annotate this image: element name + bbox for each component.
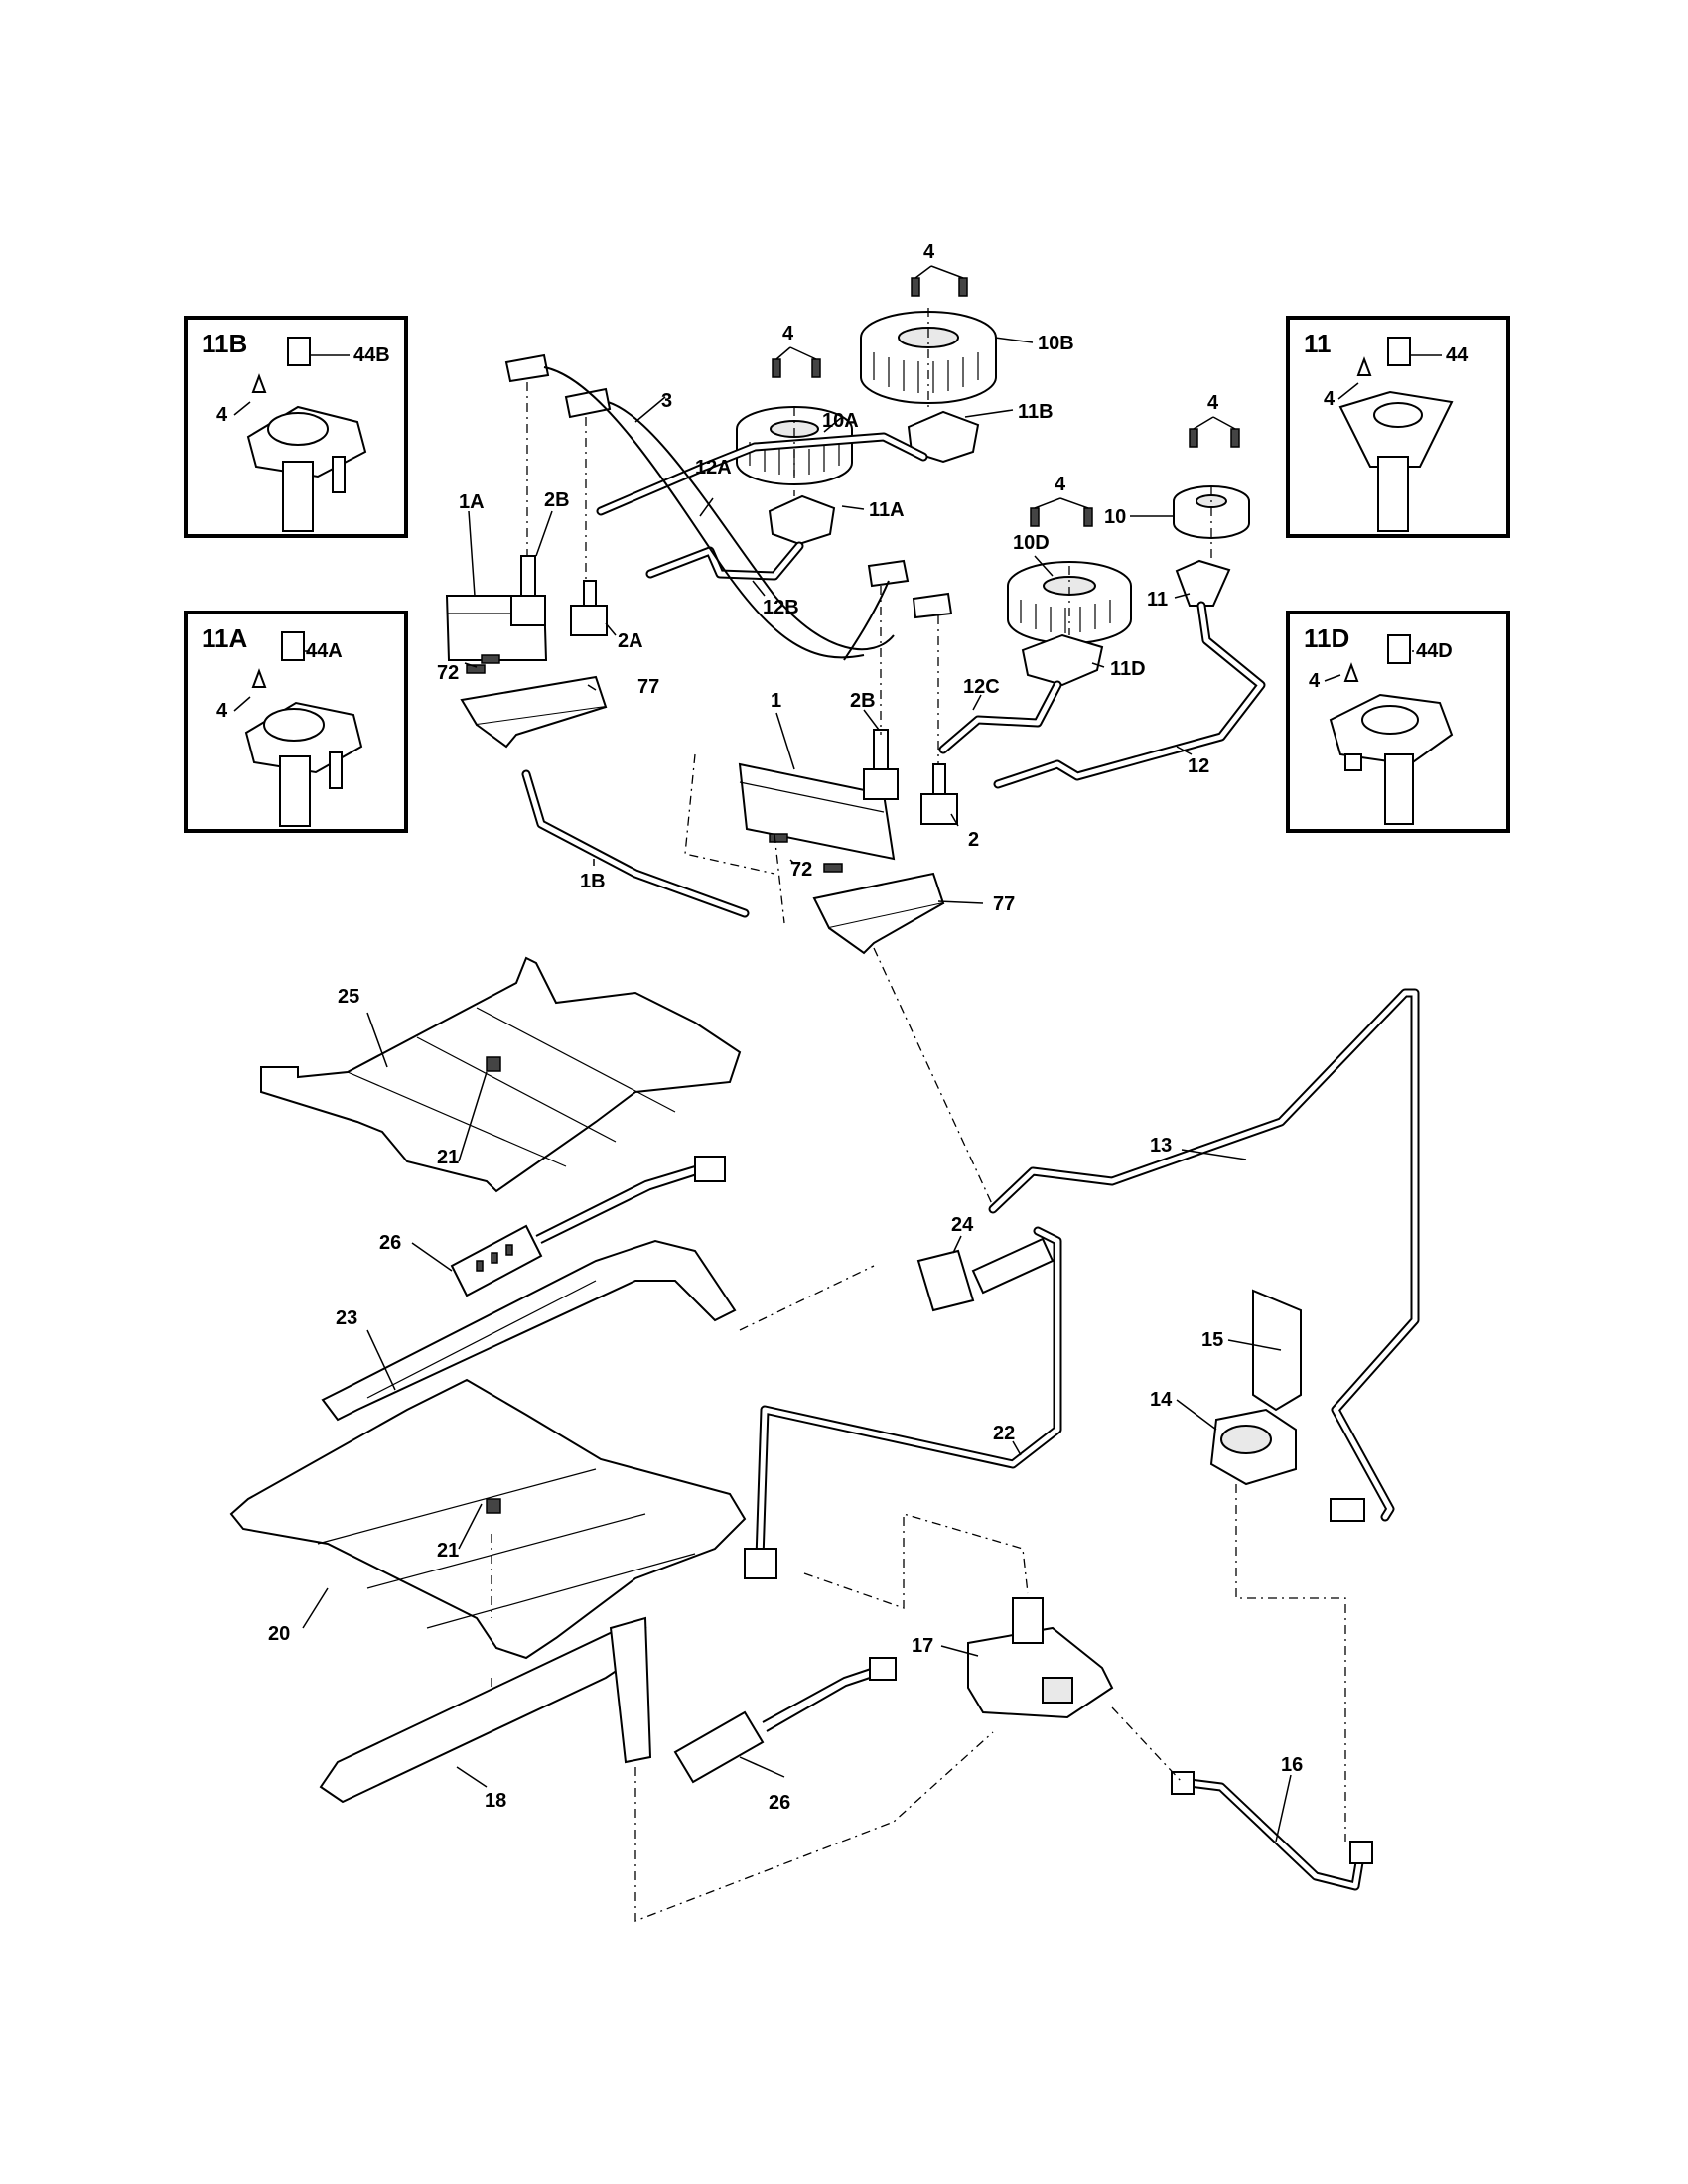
part-label-26: 26 [769,1792,790,1814]
part-label-24: 24 [951,1214,974,1236]
part-label-72: 72 [790,859,812,881]
part-label-17: 17 [912,1635,933,1657]
part-label-10: 10 [1104,506,1126,528]
gas-tube-13 [988,988,1420,1522]
regulator-14 [1209,1408,1297,1486]
inset-title: 11B [202,329,247,358]
inset-title: 11 [1304,329,1332,358]
part-label-12c: 12C [963,676,1000,698]
burner-shield-25 [260,956,742,1193]
nut-21-lower [486,1498,501,1514]
orifice-24 [916,1237,1055,1312]
part-label-26: 26 [379,1232,401,1254]
part-label-77: 77 [637,676,659,698]
bracket-77-left [460,675,608,749]
part-label-13: 13 [1150,1135,1172,1157]
part-label-22: 22 [993,1423,1015,1444]
part-label-11a: 11A [869,499,905,521]
bracket-77-right [812,872,945,955]
part-label-1b: 1B [580,871,606,892]
burner-cap-10 [1173,485,1250,539]
screws [772,277,1240,527]
part-label-3: 3 [661,390,672,412]
part-label-2a: 2A [618,630,643,652]
part-label-1: 1 [771,690,781,712]
part-label-25: 25 [338,986,359,1008]
valve-2b-right [863,729,899,800]
part-label-11b: 11B [1018,401,1054,423]
burner-base-11a [768,494,836,546]
part-label-10a: 10A [822,410,859,432]
part-label-15: 15 [1201,1329,1223,1351]
burner-tube-18 [319,1616,652,1804]
part-label: 44 [1446,344,1469,366]
burner-shield-20 [229,1378,747,1660]
part-label-72: 72 [437,662,459,684]
inset-11a: 11A 44A 4 [184,611,408,833]
gas-tube-22 [744,1226,1062,1579]
valve-2a [570,580,608,636]
part-label-2: 2 [968,829,979,851]
gas-tubes-upper [521,432,1266,918]
part-label: 44B [353,344,390,366]
valve-17 [967,1597,1114,1719]
part-label-12: 12 [1188,755,1209,777]
part-label: 4 [216,700,228,722]
part-label-10b: 10B [1038,333,1074,354]
part-label: 4 [1324,388,1336,410]
inset-11d: 11D 44D 4 [1286,611,1510,833]
part-label-18: 18 [485,1790,506,1812]
part-label: 44D [1416,640,1453,662]
igniter-26-upper [450,1156,726,1297]
igniter-26-lower [673,1657,897,1784]
part-label-23: 23 [336,1307,357,1329]
part-label-2b: 2B [544,489,570,511]
inset-11b: 11B 44B 4 [184,316,408,538]
part-label-4: 4 [923,241,935,263]
guide-lines-lower [491,1265,1346,1922]
inset-title: 11A [202,623,247,653]
part-label-4: 4 [1207,392,1219,414]
nut-21-upper [486,1056,501,1072]
part-label-20: 20 [268,1623,290,1645]
part-label-10d: 10D [1013,532,1050,554]
part-label-21: 21 [437,1540,459,1562]
gas-tube-16 [1171,1771,1373,1891]
part-label-16: 16 [1281,1754,1303,1776]
part-label: 4 [216,404,228,426]
screw-72-left [466,654,500,674]
burner-tube-23 [321,1239,737,1422]
part-label-12b: 12B [763,597,799,618]
screw-72-right [769,833,843,873]
igniter-harness-3 [504,353,953,661]
part-label-77: 77 [993,893,1015,915]
part-labels: 4 4 4 4 10B 10A 11B 11A 10 11 10D 11D 3 … [268,241,1303,1814]
part-label-1a: 1A [459,491,485,513]
part-label: 44A [306,640,343,662]
part-label: 4 [1309,670,1321,692]
part-label-11d: 11D [1110,658,1146,680]
part-label-11: 11 [1147,589,1168,611]
burner-base-11d [1021,633,1104,687]
part-label-4: 4 [1055,474,1066,495]
guide-lines-upper [526,308,1212,1207]
leader-lines [302,265,1292,1843]
burner-base-11 [1175,559,1231,607]
part-label-2b: 2B [850,690,876,712]
valve-2b-left [510,555,546,626]
part-label-4: 4 [782,323,794,344]
part-label-14: 14 [1150,1389,1173,1411]
inset-title: 11D [1304,623,1349,653]
part-label-12a: 12A [695,457,732,478]
inset-11: 11 44 4 [1286,316,1510,538]
part-label-21: 21 [437,1147,459,1168]
